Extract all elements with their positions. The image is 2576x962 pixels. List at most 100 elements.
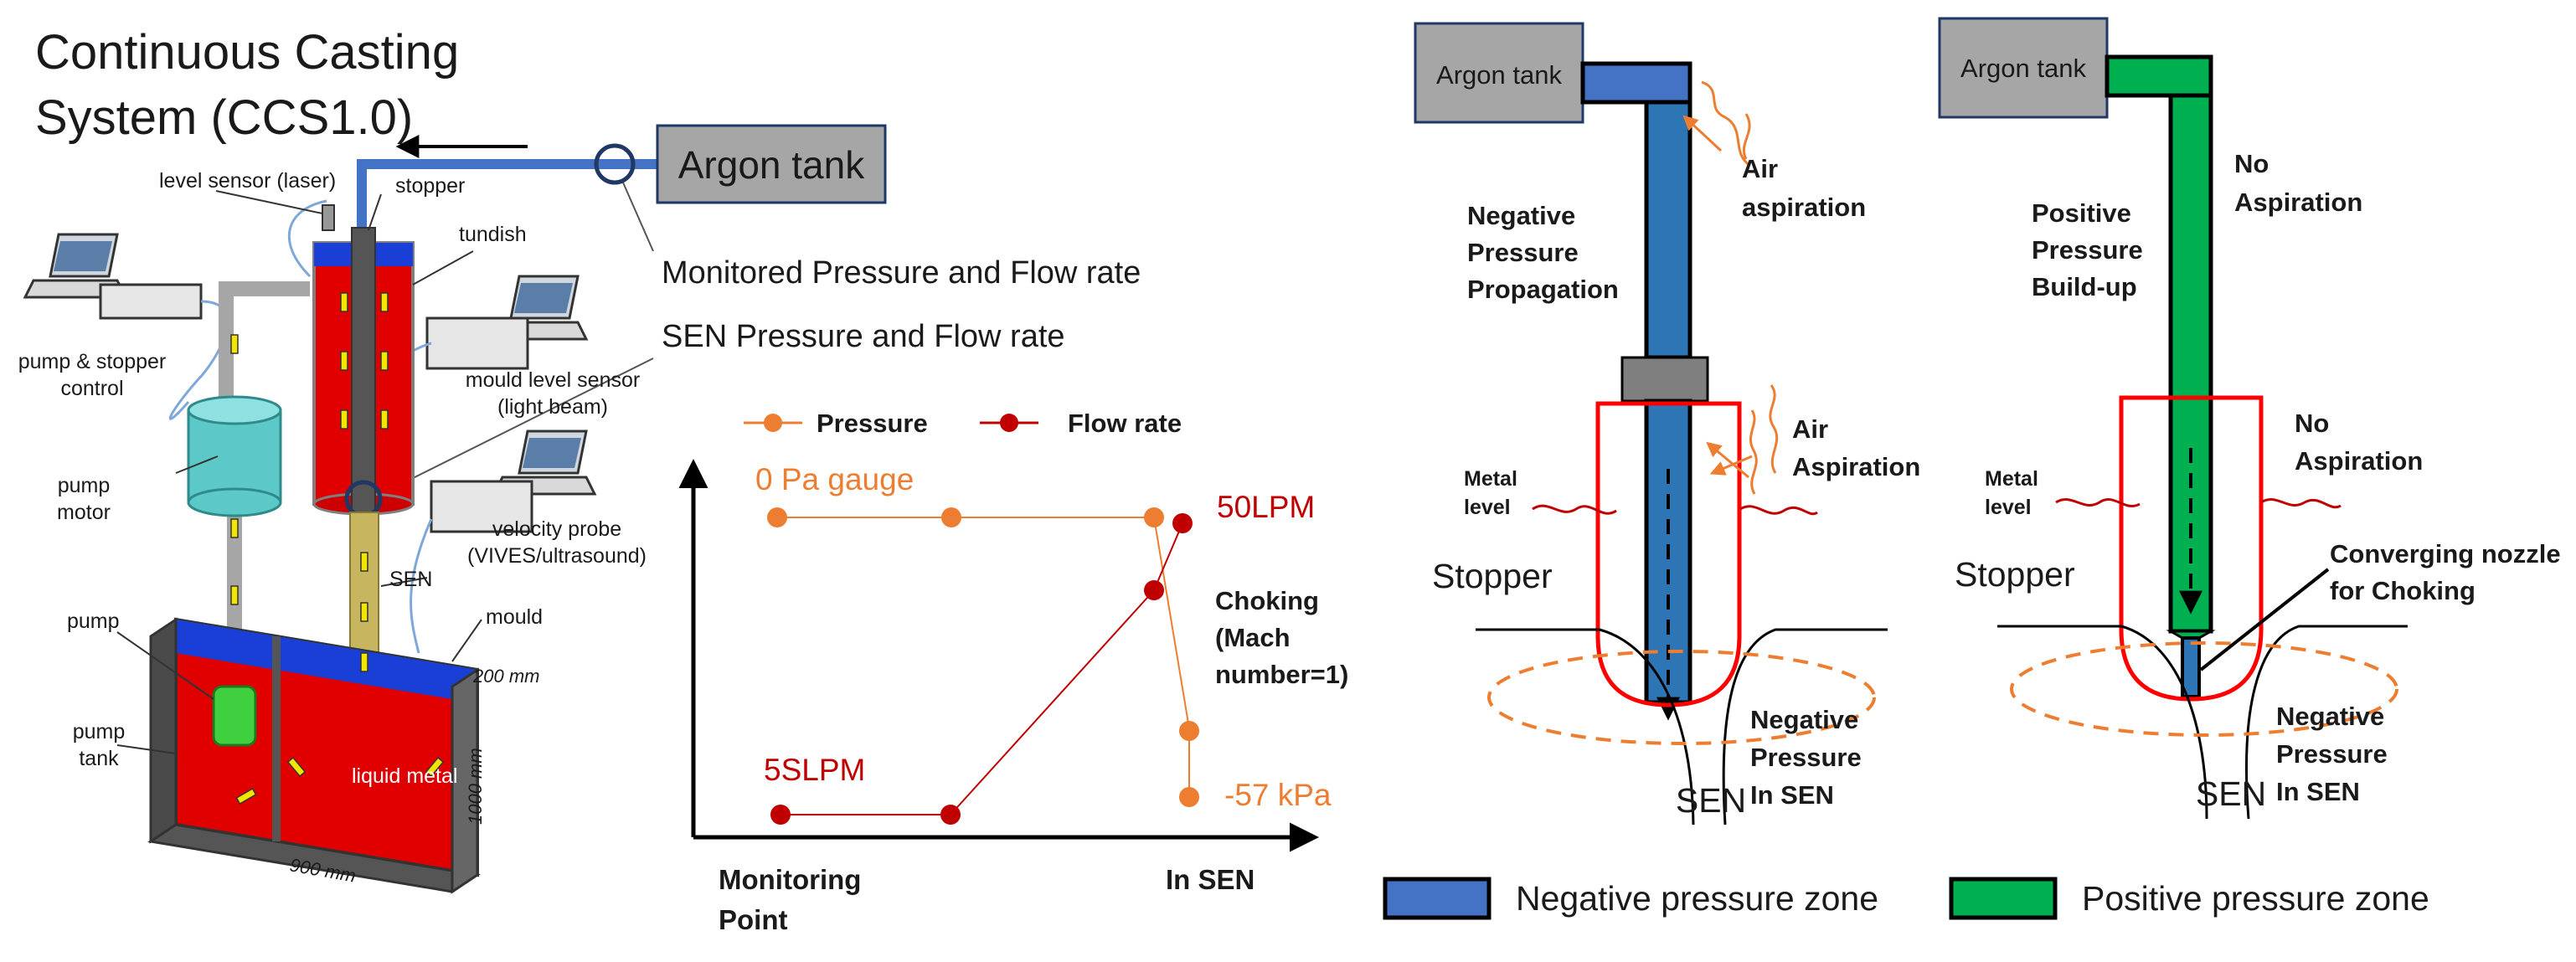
pump-motor-label-1: pump [58,474,111,497]
neg-stopper-label: Stopper [1432,557,1553,595]
neg-prop-2: Pressure [1467,238,1579,267]
x-label-in-sen: In SEN [1166,864,1255,895]
neg-sen-1: Negative [1750,705,1858,734]
neg-metal-1: Metal [1464,467,1517,491]
pressure-point-4 [1179,721,1199,741]
pos-converging-1: Converging nozzle [2330,539,2561,568]
level-sensor [322,204,335,231]
neg-air-asp-bot-1: Air [1792,414,1828,444]
pos-metal-level-wave-right [2260,498,2342,509]
x-label-monitoring-1: Monitoring [719,864,861,895]
neg-argon-tank-box [1414,22,1584,124]
flow-point-2 [940,805,961,825]
pump-stopper-label-1: pump & stopper [18,350,167,373]
ccs-title-line2: System (CCS1.0) [35,90,413,145]
sen-label-ccs: SEN [389,568,432,591]
pos-stopper-label: Stopper [1955,555,2075,594]
sen-pressure-label: SEN Pressure and Flow rate [662,319,1065,354]
neg-sen-3: In SEN [1750,780,1834,810]
pos-metal-level-wave-left [2055,498,2141,507]
neg-metal-level-wave-left [1532,504,1617,515]
neg-air-asp-bot-2: Aspiration [1792,452,1920,481]
ccs-title-line1: Continuous Casting [35,25,459,80]
pump-motor-label-2: motor [57,501,111,524]
argon-tank-box [656,124,887,204]
mould-level-label-1: mould level sensor [466,368,640,392]
legend-flow-marker [1000,414,1018,432]
pos-converging-2: for Choking [2330,576,2476,605]
pump-tank-label-1: pump [73,720,126,743]
pos-neg-sen-1: Negative [2276,702,2384,731]
velocity-probe-label-2: (VIVES/ultrasound) [467,544,647,568]
choking-label-3: number=1) [1215,660,1348,689]
legend-negative-label: Negative pressure zone [1516,879,1878,918]
neg-nozzle-left [1476,628,1695,826]
pos-no-asp-bot-2: Aspiration [2295,446,2423,476]
positive-pressure-panel: Argon tank No Aspiration Positive Pressu… [1938,17,2561,820]
neg-metal-level-wave-right [1739,505,1818,516]
neg-argon-tank-label: Argon tank [1436,60,1562,90]
pos-metal-1: Metal [1985,467,2038,491]
neg-sen-label: SEN [1676,781,1746,820]
flow-arrows [230,292,445,805]
neg-pipe-vertical [1644,100,1692,360]
legend-positive-label: Positive pressure zone [2082,879,2429,918]
neg-air-asp-bot-arrow-1 [1706,441,1749,479]
liquid-metal-label: liquid metal [352,764,457,788]
flow-line [781,522,1183,815]
negative-pressure-panel: Argon tank Air aspiration Negative Press… [1414,22,1920,826]
pressure-low-label: -57 kPa [1224,778,1332,812]
pump-stopper-label-2: control [60,377,123,400]
pressure-monitor-circle [594,143,636,185]
pos-converging-leader [2199,568,2330,671]
pressure-point-2 [941,507,961,527]
neg-nozzle-right [1722,628,1888,826]
pos-nozzle-right [2245,625,2408,820]
neg-prop-1: Negative [1467,201,1575,230]
neg-air-asp-top-arrow [1682,115,1723,152]
pos-neg-sen-3: In SEN [2276,777,2360,806]
pos-stopper-outline [2119,395,2264,702]
pressure-point-1 [767,507,787,527]
ccs-leaders [116,190,482,754]
neg-prop-3: Propagation [1467,275,1619,304]
monitor-leader [622,182,654,252]
flow-low-label: 5SLPM [764,753,865,787]
dim-1000-label: 1000 mm [465,748,486,825]
dim-200-label: 200 mm [472,666,539,687]
ccs-panel: Continuous Casting System (CCS1.0) Argon… [18,25,1141,894]
pos-pipe-vertical [2168,93,2213,634]
neg-stopper-outline [1595,401,1742,707]
velocity-probe-label-1: velocity probe [492,517,621,541]
neg-metal-2: level [1464,496,1511,519]
pos-nozzle-left [1997,625,2208,820]
pump-label: pump [67,610,120,633]
pos-choke-throat [2181,636,2201,698]
stopper-rod [351,227,376,513]
pos-pipe-horizontal [2105,54,2213,98]
pos-sen-label: SEN [2196,774,2266,813]
pressure-flow-chart: Pressure Flow rate 0 Pa gauge 50LPM Chok… [678,409,1348,935]
tundish-label: tundish [459,223,527,246]
monitored-pressure-label: Monitored Pressure and Flow rate [662,255,1141,291]
choking-label-1: Choking [1215,586,1319,615]
flow-high-label: 50LPM [1217,490,1315,524]
pump-motor [187,409,282,504]
return-pipe [219,281,310,410]
mould-label: mould [486,605,543,629]
legend-pressure-marker [764,414,782,432]
pos-build-3: Build-up [2032,272,2137,301]
control-unit-3 [430,480,533,533]
pos-build-2: Pressure [2032,235,2143,265]
cable-4 [410,518,433,654]
zone-legend: Negative pressure zone Positive pressure… [1383,877,2429,920]
control-unit-2 [425,316,529,370]
neg-sen-2: Pressure [1750,743,1862,772]
pos-argon-tank-box [1938,17,2109,119]
neg-air-asp-top-1: Air [1742,154,1778,183]
control-unit-1 [99,283,203,320]
pos-no-asp-bot-1: No [2295,409,2329,438]
x-label-monitoring-2: Point [719,904,787,935]
neg-air-asp-top-wave-2 [1742,113,1751,160]
